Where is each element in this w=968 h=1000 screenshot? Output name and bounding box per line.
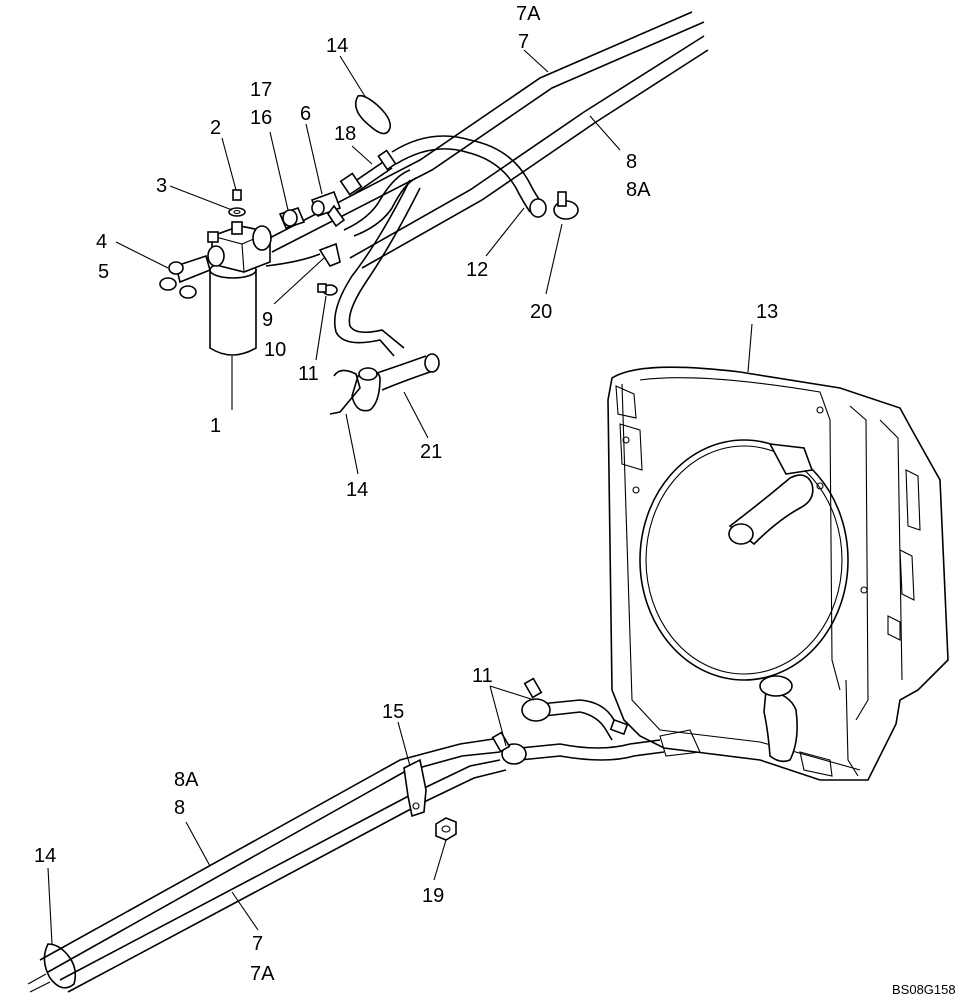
callout-7-bottom: 7 xyxy=(252,933,263,955)
callout-14-bottom: 14 xyxy=(34,845,56,867)
callout-11-top: 11 xyxy=(298,363,319,385)
callout-7a-bottom: 7A xyxy=(250,963,275,985)
oil-filter-assembly xyxy=(159,189,346,356)
callout-14-mid: 14 xyxy=(346,479,368,501)
callout-8-bottom: 8 xyxy=(174,797,185,819)
callout-14-top: 14 xyxy=(326,35,348,57)
callout-8-top: 8 xyxy=(626,151,637,173)
callout-1: 1 xyxy=(210,415,221,437)
callout-16: 16 xyxy=(250,107,272,129)
callout-7-top: 7 xyxy=(518,31,529,53)
callout-8a-top: 8A xyxy=(626,179,651,201)
upper-cooler-tubes xyxy=(261,11,709,269)
upper-hoses xyxy=(265,94,579,415)
callout-8a-bottom: 8A xyxy=(174,769,199,791)
callout-15: 15 xyxy=(382,701,404,723)
callout-6: 6 xyxy=(300,103,311,125)
callout-11-bottom: 11 xyxy=(472,665,493,687)
callout-20: 20 xyxy=(530,301,552,323)
callout-17: 17 xyxy=(250,79,272,101)
callout-9: 9 xyxy=(262,309,273,331)
callout-labels: 7A 7 14 17 16 6 2 18 8 8A 3 4 5 12 20 9 … xyxy=(34,3,956,997)
callout-10: 10 xyxy=(264,339,286,361)
lower-cooler-tubes xyxy=(27,677,665,993)
callout-5: 5 xyxy=(98,261,109,283)
callout-19: 19 xyxy=(422,885,444,907)
callout-18: 18 xyxy=(334,123,356,145)
callout-3: 3 xyxy=(156,175,167,197)
callout-21: 21 xyxy=(420,441,442,463)
drawing-code: BS08G158 xyxy=(892,982,956,997)
callout-13: 13 xyxy=(756,301,778,323)
callout-12: 12 xyxy=(466,259,488,281)
callout-4: 4 xyxy=(96,231,107,253)
leader-lines xyxy=(47,49,753,945)
callout-2: 2 xyxy=(210,117,221,139)
callout-7a-top: 7A xyxy=(516,3,541,25)
cooler-assembly xyxy=(607,366,949,781)
